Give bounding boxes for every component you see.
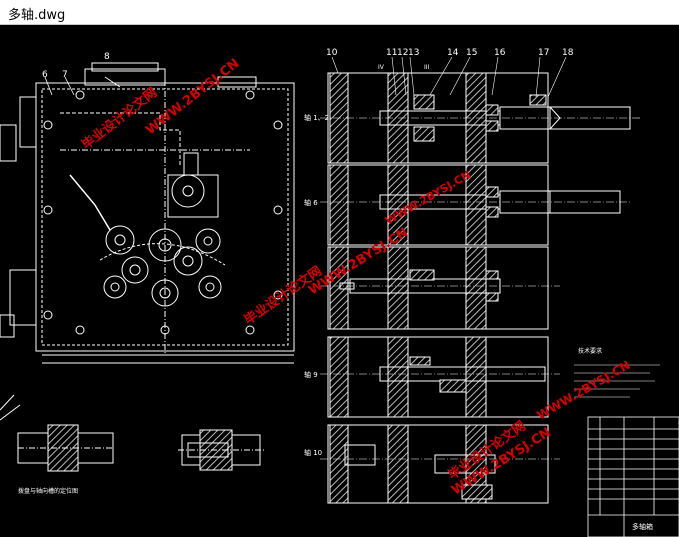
axis-label: 轴 9 bbox=[304, 370, 318, 379]
roman-mark: III bbox=[424, 64, 430, 71]
axis-label: 轴 6 bbox=[304, 198, 318, 207]
window-title: 多轴.dwg bbox=[8, 8, 66, 23]
part-number: 13 bbox=[408, 48, 419, 58]
title-block bbox=[587, 416, 679, 537]
box-front-view bbox=[0, 62, 295, 364]
roman-mark: IV bbox=[378, 64, 385, 71]
part-number: 11 bbox=[386, 48, 397, 58]
axis-label: 轴 1、2 bbox=[304, 113, 329, 122]
shaft-section-views bbox=[320, 56, 640, 504]
right-part-numbers: 10 11 12 13 14 15 16 17 18 IV III 轴 1、2 … bbox=[304, 48, 574, 457]
watermark-text: 毕业设计论文网 bbox=[79, 85, 161, 154]
part-number: 17 bbox=[538, 48, 549, 58]
part-number: 14 bbox=[447, 48, 459, 58]
part-number: 16 bbox=[494, 48, 506, 58]
left-part-numbers: 6 7 8 bbox=[42, 52, 110, 80]
axis-label: 轴 10 bbox=[304, 448, 322, 457]
part-number: 6 bbox=[42, 70, 48, 80]
watermark-text: WWW.2BYSJ.CN bbox=[535, 358, 633, 423]
tech-notes: 技术要求 bbox=[574, 347, 660, 398]
part-number: 8 bbox=[104, 52, 110, 62]
drawing-canvas[interactable]: 6 7 8 拨盘与轴向槽的定位图 bbox=[0, 25, 679, 537]
tech-heading: 技术要求 bbox=[578, 347, 602, 355]
part-number: 12 bbox=[397, 48, 408, 58]
title-block-name: 多轴箱 bbox=[632, 522, 653, 531]
detail-caption: 拨盘与轴向槽的定位图 bbox=[18, 487, 78, 495]
detail-views bbox=[0, 394, 264, 472]
part-number: 10 bbox=[326, 48, 338, 58]
part-number: 15 bbox=[466, 48, 477, 58]
cad-drawing: 6 7 8 拨盘与轴向槽的定位图 bbox=[0, 48, 679, 537]
part-number: 18 bbox=[562, 48, 574, 58]
part-number: 7 bbox=[62, 70, 68, 80]
title-bar: 多轴.dwg bbox=[0, 0, 679, 25]
